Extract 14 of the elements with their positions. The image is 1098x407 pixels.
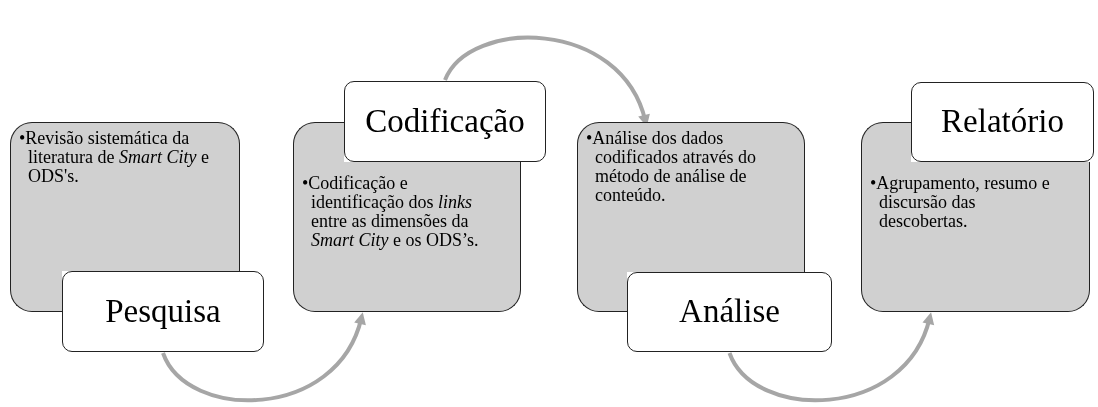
step-card — [577, 122, 805, 272]
step-title-box: Pesquisa — [62, 271, 264, 352]
step-card — [861, 162, 1090, 312]
curved-arrow — [161, 312, 366, 403]
step-card — [293, 162, 521, 312]
bullet-text: •Análise dos dados codificados através do método de análise de conteúdo. — [586, 129, 757, 205]
step-title-box: Codificação — [344, 81, 546, 162]
bullet-text: •Agrupamento, resumo e discursão das descobertas. — [870, 174, 1051, 231]
bullet-text: •Codificação e identificação dos links entre as dimensões da Smart City e os ODS’s. — [302, 174, 480, 250]
step-card — [10, 122, 240, 271]
step-title-box: Análise — [627, 272, 832, 352]
bullet-text: •Revisão sistemática da literatura de Smart City e ODS's. — [19, 129, 210, 186]
step-title-box: Relatório — [911, 82, 1094, 162]
curved-arrow — [727, 312, 934, 402]
